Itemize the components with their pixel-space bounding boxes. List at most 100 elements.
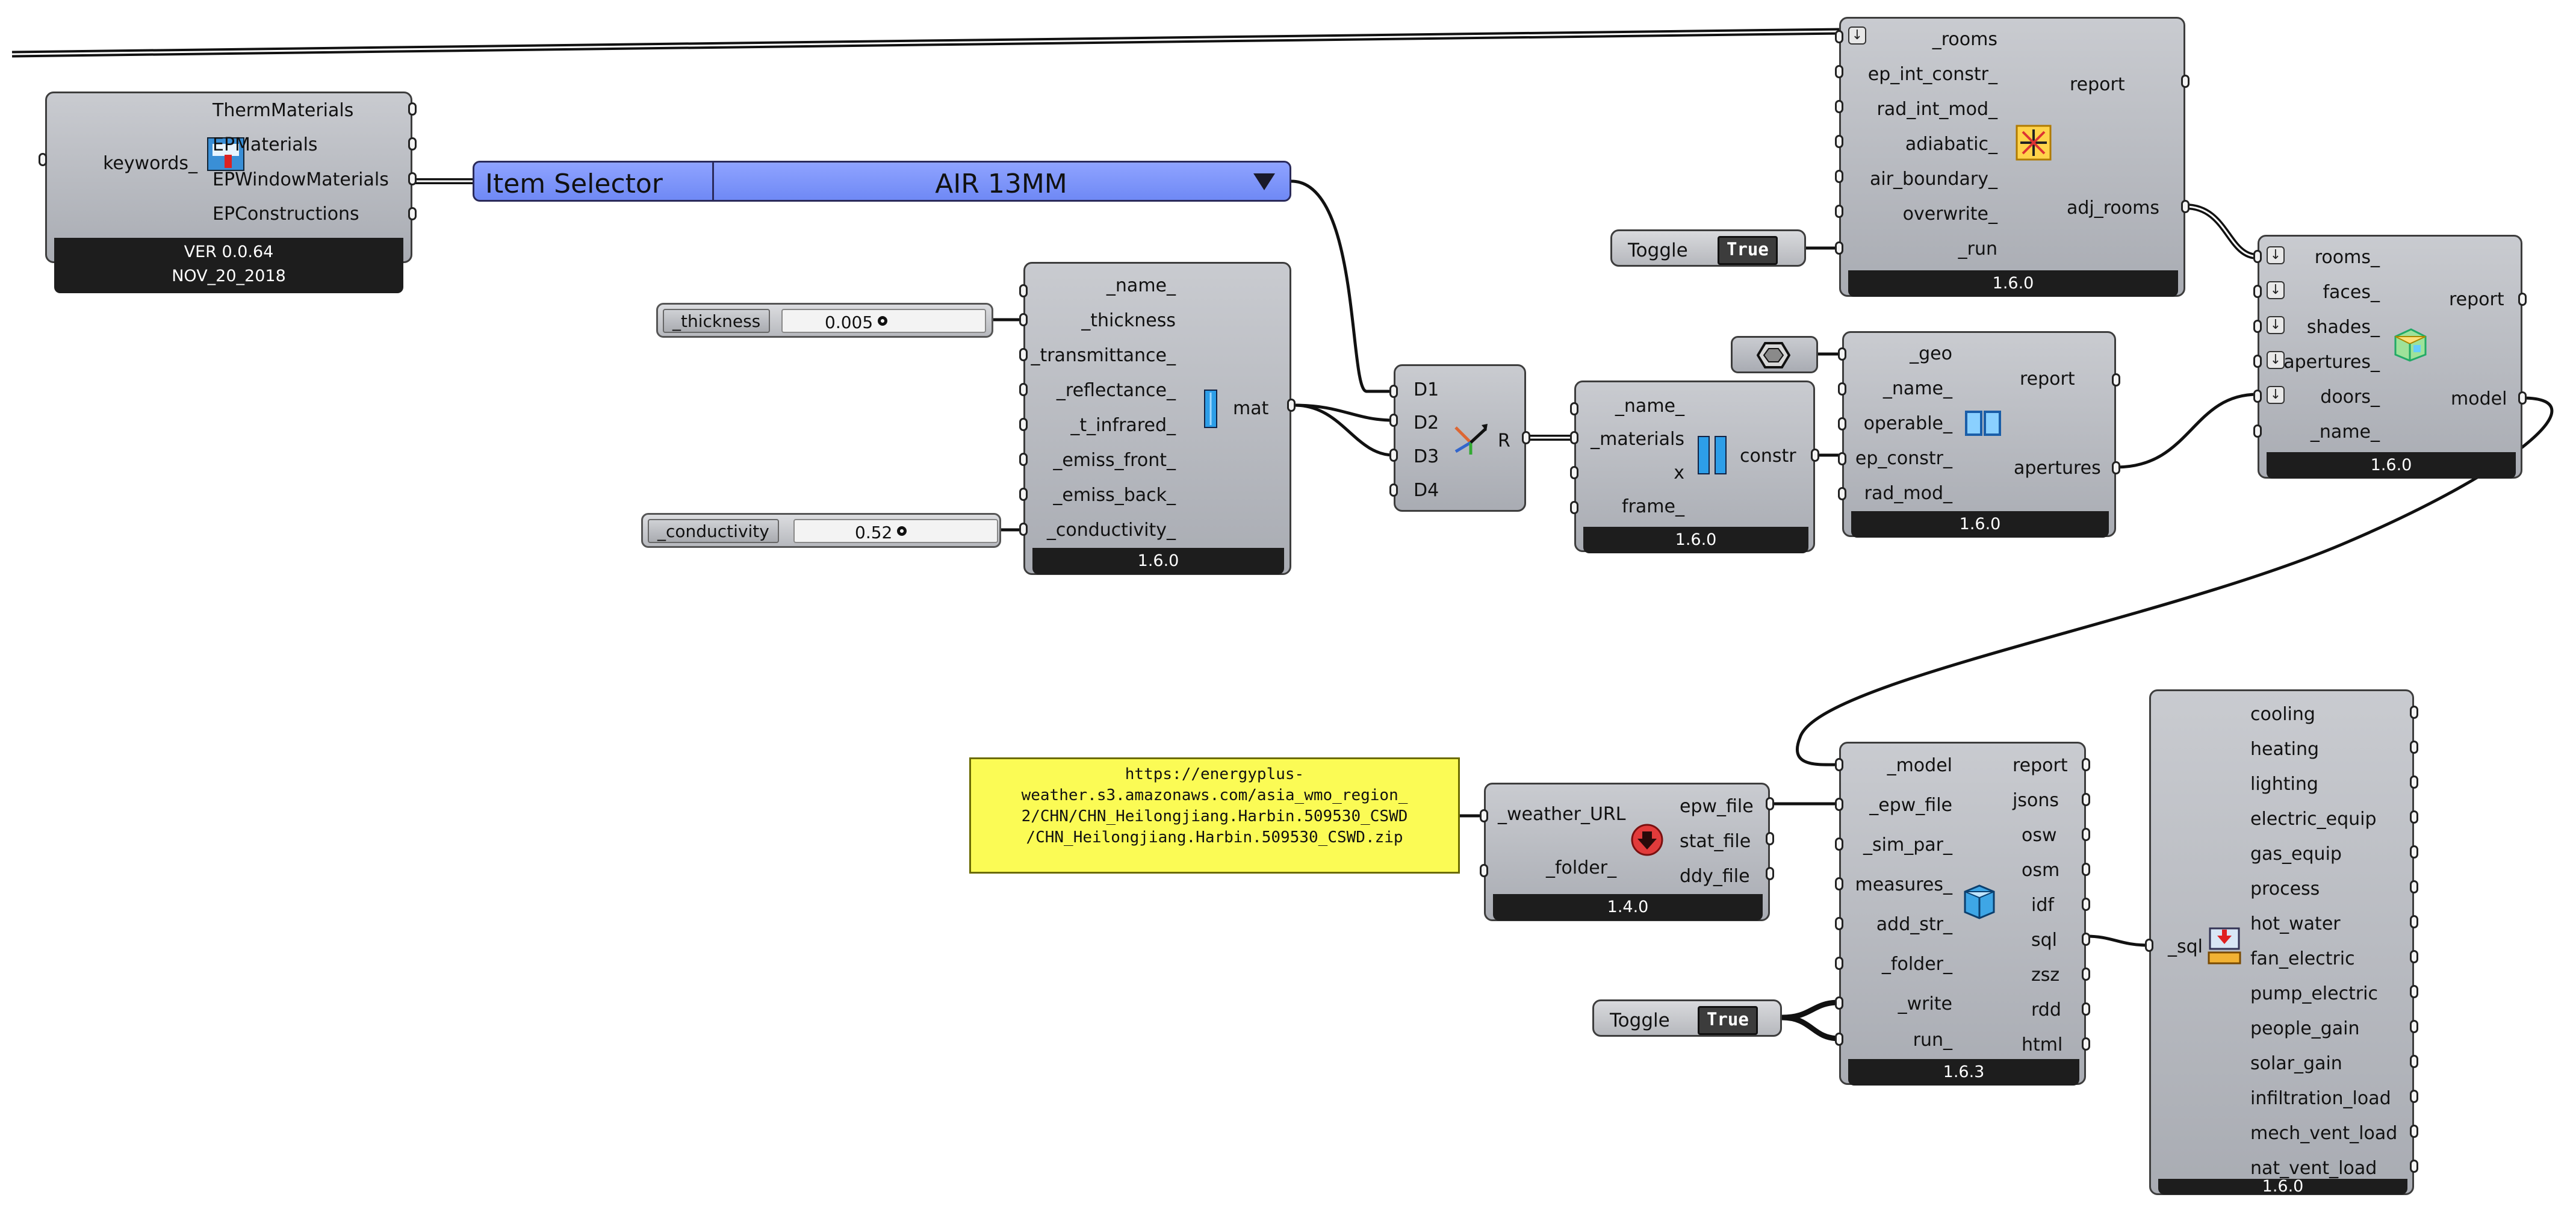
input-port[interactable] [1480,864,1488,877]
output-port[interactable] [2410,1125,2418,1138]
input-port[interactable] [1835,30,1843,43]
output-port[interactable] [2082,793,2090,806]
output-port[interactable] [2410,810,2418,824]
input-port[interactable] [1835,877,1843,890]
input-port[interactable] [1835,917,1843,930]
output-port[interactable] [2410,1160,2418,1173]
input-port[interactable] [1019,488,1028,501]
input-port[interactable] [2253,424,2262,438]
legacy-materials-component[interactable]: keywords_ ThermMaterials EPMaterials EPW… [45,92,412,293]
window-material-component[interactable]: _name_ _thickness _transmittance_ _refle… [1023,262,1291,575]
input-port[interactable] [1389,483,1398,497]
output-port[interactable] [2082,898,2090,911]
input-port[interactable] [2253,390,2262,403]
output-port[interactable] [2410,1020,2418,1033]
input-options-icon[interactable]: ↓ [2267,246,2285,264]
output-port[interactable] [408,137,417,151]
slider-knob[interactable] [878,316,887,326]
input-port[interactable] [39,153,47,166]
run-simulation-component[interactable]: _model _epw_file _sim_par_ measures_ add… [1839,742,2086,1086]
window-construction-component[interactable]: _name_ _materials x frame_ constr 1.6.0 [1574,381,1815,553]
model-component[interactable]: ↓ ↓ ↓ ↓ ↓ rooms_ faces_ shades_ aperture… [2258,235,2522,479]
boolean-toggle[interactable]: Toggle True [1592,999,1782,1037]
input-port[interactable] [1838,452,1846,465]
url-panel[interactable]: https://energyplus- weather.s3.amazonaws… [969,757,1460,874]
aperture-component[interactable]: _geo _name_ operable_ ep_constr_ rad_mod… [1842,331,2116,538]
merge-component[interactable]: D1 D2 D3 D4 R [1394,364,1526,512]
input-port[interactable] [1835,957,1843,970]
output-port[interactable] [1766,867,1774,880]
slider-track[interactable]: 0.005 [781,309,986,333]
input-port[interactable] [1835,241,1843,255]
input-port[interactable] [1389,385,1398,398]
output-port[interactable] [408,102,417,116]
input-port[interactable] [2253,355,2262,368]
output-port[interactable] [2410,845,2418,859]
toggle-value[interactable]: True [1718,236,1778,265]
output-port[interactable] [2410,1090,2418,1103]
thickness-slider[interactable]: _thickness 0.005 [656,303,993,338]
input-port[interactable] [1019,453,1028,466]
slider-knob[interactable] [897,526,907,536]
input-port[interactable] [1019,348,1028,361]
output-port[interactable] [2082,1002,2090,1016]
output-port[interactable] [2082,968,2090,981]
input-port[interactable] [1570,431,1578,444]
input-port[interactable] [2253,320,2262,333]
output-port[interactable] [2082,933,2090,946]
output-port[interactable] [1766,832,1774,845]
output-port[interactable] [2181,200,2190,213]
input-port[interactable] [1019,313,1028,326]
input-port[interactable] [1835,837,1843,851]
output-port[interactable] [2410,880,2418,893]
input-port[interactable] [1835,758,1843,771]
input-port[interactable] [1835,135,1843,148]
output-port[interactable] [1766,797,1774,810]
input-options-icon[interactable]: ↓ [1848,26,1866,45]
input-port[interactable] [1838,417,1846,430]
output-port[interactable] [408,207,417,220]
input-port[interactable] [2253,285,2262,298]
input-port[interactable] [1570,402,1578,415]
input-port[interactable] [1835,100,1843,113]
output-port[interactable] [2082,1037,2090,1051]
input-port[interactable] [1019,284,1028,297]
input-port[interactable] [1835,65,1843,78]
input-port[interactable] [1838,487,1846,500]
input-port[interactable] [1389,414,1398,427]
output-port[interactable] [2112,373,2120,387]
boolean-toggle[interactable]: Toggle True [1610,229,1806,267]
input-port[interactable] [1835,996,1843,1010]
output-port[interactable] [2112,461,2120,474]
output-port[interactable] [408,172,417,185]
input-port[interactable] [1019,383,1028,396]
output-port[interactable] [2082,828,2090,841]
output-port[interactable] [1522,431,1530,444]
read-results-component[interactable]: _sql cooling heating lighting electric_e… [2149,689,2414,1195]
output-port[interactable] [2410,775,2418,789]
output-port[interactable] [2410,915,2418,928]
input-port[interactable] [1019,523,1028,536]
item-selector-dropdown[interactable]: Item Selector AIR 13MM [473,161,1291,202]
output-port[interactable] [2410,741,2418,754]
adiabatic-component[interactable]: ↓ _rooms ep_int_constr_ rad_int_mod_ adi… [1839,17,2185,297]
download-weather-component[interactable]: _weather_URL _folder_ epw_file stat_file… [1484,783,1770,921]
output-port[interactable] [2082,863,2090,876]
output-port[interactable] [1811,449,1819,462]
input-port[interactable] [1835,170,1843,183]
output-port[interactable] [2518,293,2527,306]
input-options-icon[interactable]: ↓ [2267,386,2285,404]
output-port[interactable] [2181,75,2190,88]
output-port[interactable] [1287,399,1296,412]
dropdown-arrow-icon[interactable] [1253,173,1275,190]
input-port[interactable] [1480,809,1488,822]
input-options-icon[interactable]: ↓ [2267,316,2285,334]
input-port[interactable] [1835,798,1843,811]
input-port[interactable] [1835,1033,1843,1046]
input-port[interactable] [1838,382,1846,396]
geometry-param[interactable] [1731,336,1818,373]
input-port[interactable] [1570,466,1578,479]
input-port[interactable] [2145,939,2153,952]
input-port[interactable] [1019,418,1028,431]
